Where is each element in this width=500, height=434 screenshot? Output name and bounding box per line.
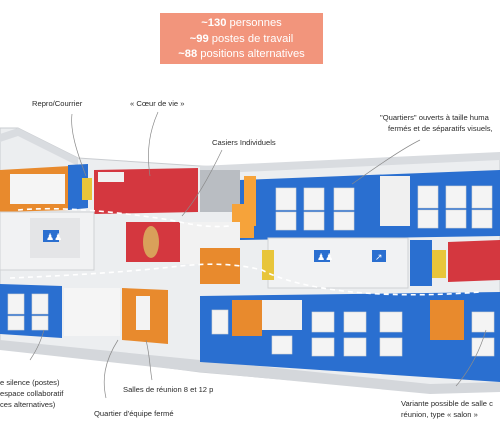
label-variante-1: Variante possible de salle c — [401, 399, 493, 408]
stairs-badge — [372, 250, 386, 262]
stats-alternatives: ~88 positions alternatives — [178, 48, 305, 60]
label-quartier-equipe: Quartier d'équipe fermé — [94, 409, 174, 418]
stats-box: ~130 personnes ~99 postes de travail ~88… — [160, 13, 323, 64]
yellow-block-left-core — [262, 250, 274, 280]
meeting-room-orange-mid — [200, 248, 240, 284]
meeting-table-bottom — [136, 296, 150, 330]
circulation-path — [9, 207, 481, 296]
facade-top-right — [200, 152, 500, 174]
zone-white-bottom-right — [262, 300, 302, 330]
zone-red-salon — [448, 240, 500, 282]
core-right — [267, 237, 409, 289]
zone-white-top-right — [380, 176, 410, 226]
meeting-table-red — [143, 226, 159, 258]
restroom-icon: ♟♟ — [46, 233, 62, 243]
label-salles: Salles de réunion 8 et 12 p — [123, 385, 214, 394]
yellow-block-right-core — [432, 250, 446, 278]
stairs-icon: ↗ — [375, 253, 383, 263]
label-silence-2: espace collaboratif — [0, 389, 64, 398]
zone-white-top-left — [10, 174, 65, 204]
callout-lines — [29, 111, 487, 399]
restroom-left-badge — [43, 230, 59, 242]
label-coeur: « Cœur de vie » — [130, 99, 185, 108]
facade-bottom — [0, 340, 500, 394]
facade-top — [0, 128, 78, 166]
label-silence-3: ces alternatives) — [0, 400, 56, 409]
zone-orange-bottom-a — [232, 300, 262, 336]
zone-orange-bottom-b — [430, 300, 464, 340]
label-quartiers-2: fermés et de séparatifs visuels, — [388, 124, 493, 133]
repro-yellow — [82, 178, 92, 200]
label-quartiers-1: "Quartiers" ouverts à taille huma — [380, 113, 489, 122]
label-variante-2: réunion, type « salon » — [401, 410, 478, 419]
label-repro: Repro/Courrier — [32, 99, 83, 108]
stats-persons: ~130 personnes — [201, 17, 282, 29]
label-casiers: Casiers Individuels — [212, 138, 276, 147]
stats-workstations: ~99 postes de travail — [189, 32, 294, 45]
restroom-right-badge — [314, 250, 330, 262]
desk-clusters — [7, 185, 495, 357]
restroom-icon-2: ♟♟ — [317, 253, 333, 263]
kitchen-counter — [98, 172, 124, 182]
label-silence-1: e silence (postes) — [0, 378, 60, 387]
zone-blue-mid-right — [410, 240, 432, 286]
zone-white-bottom-left — [64, 288, 120, 336]
